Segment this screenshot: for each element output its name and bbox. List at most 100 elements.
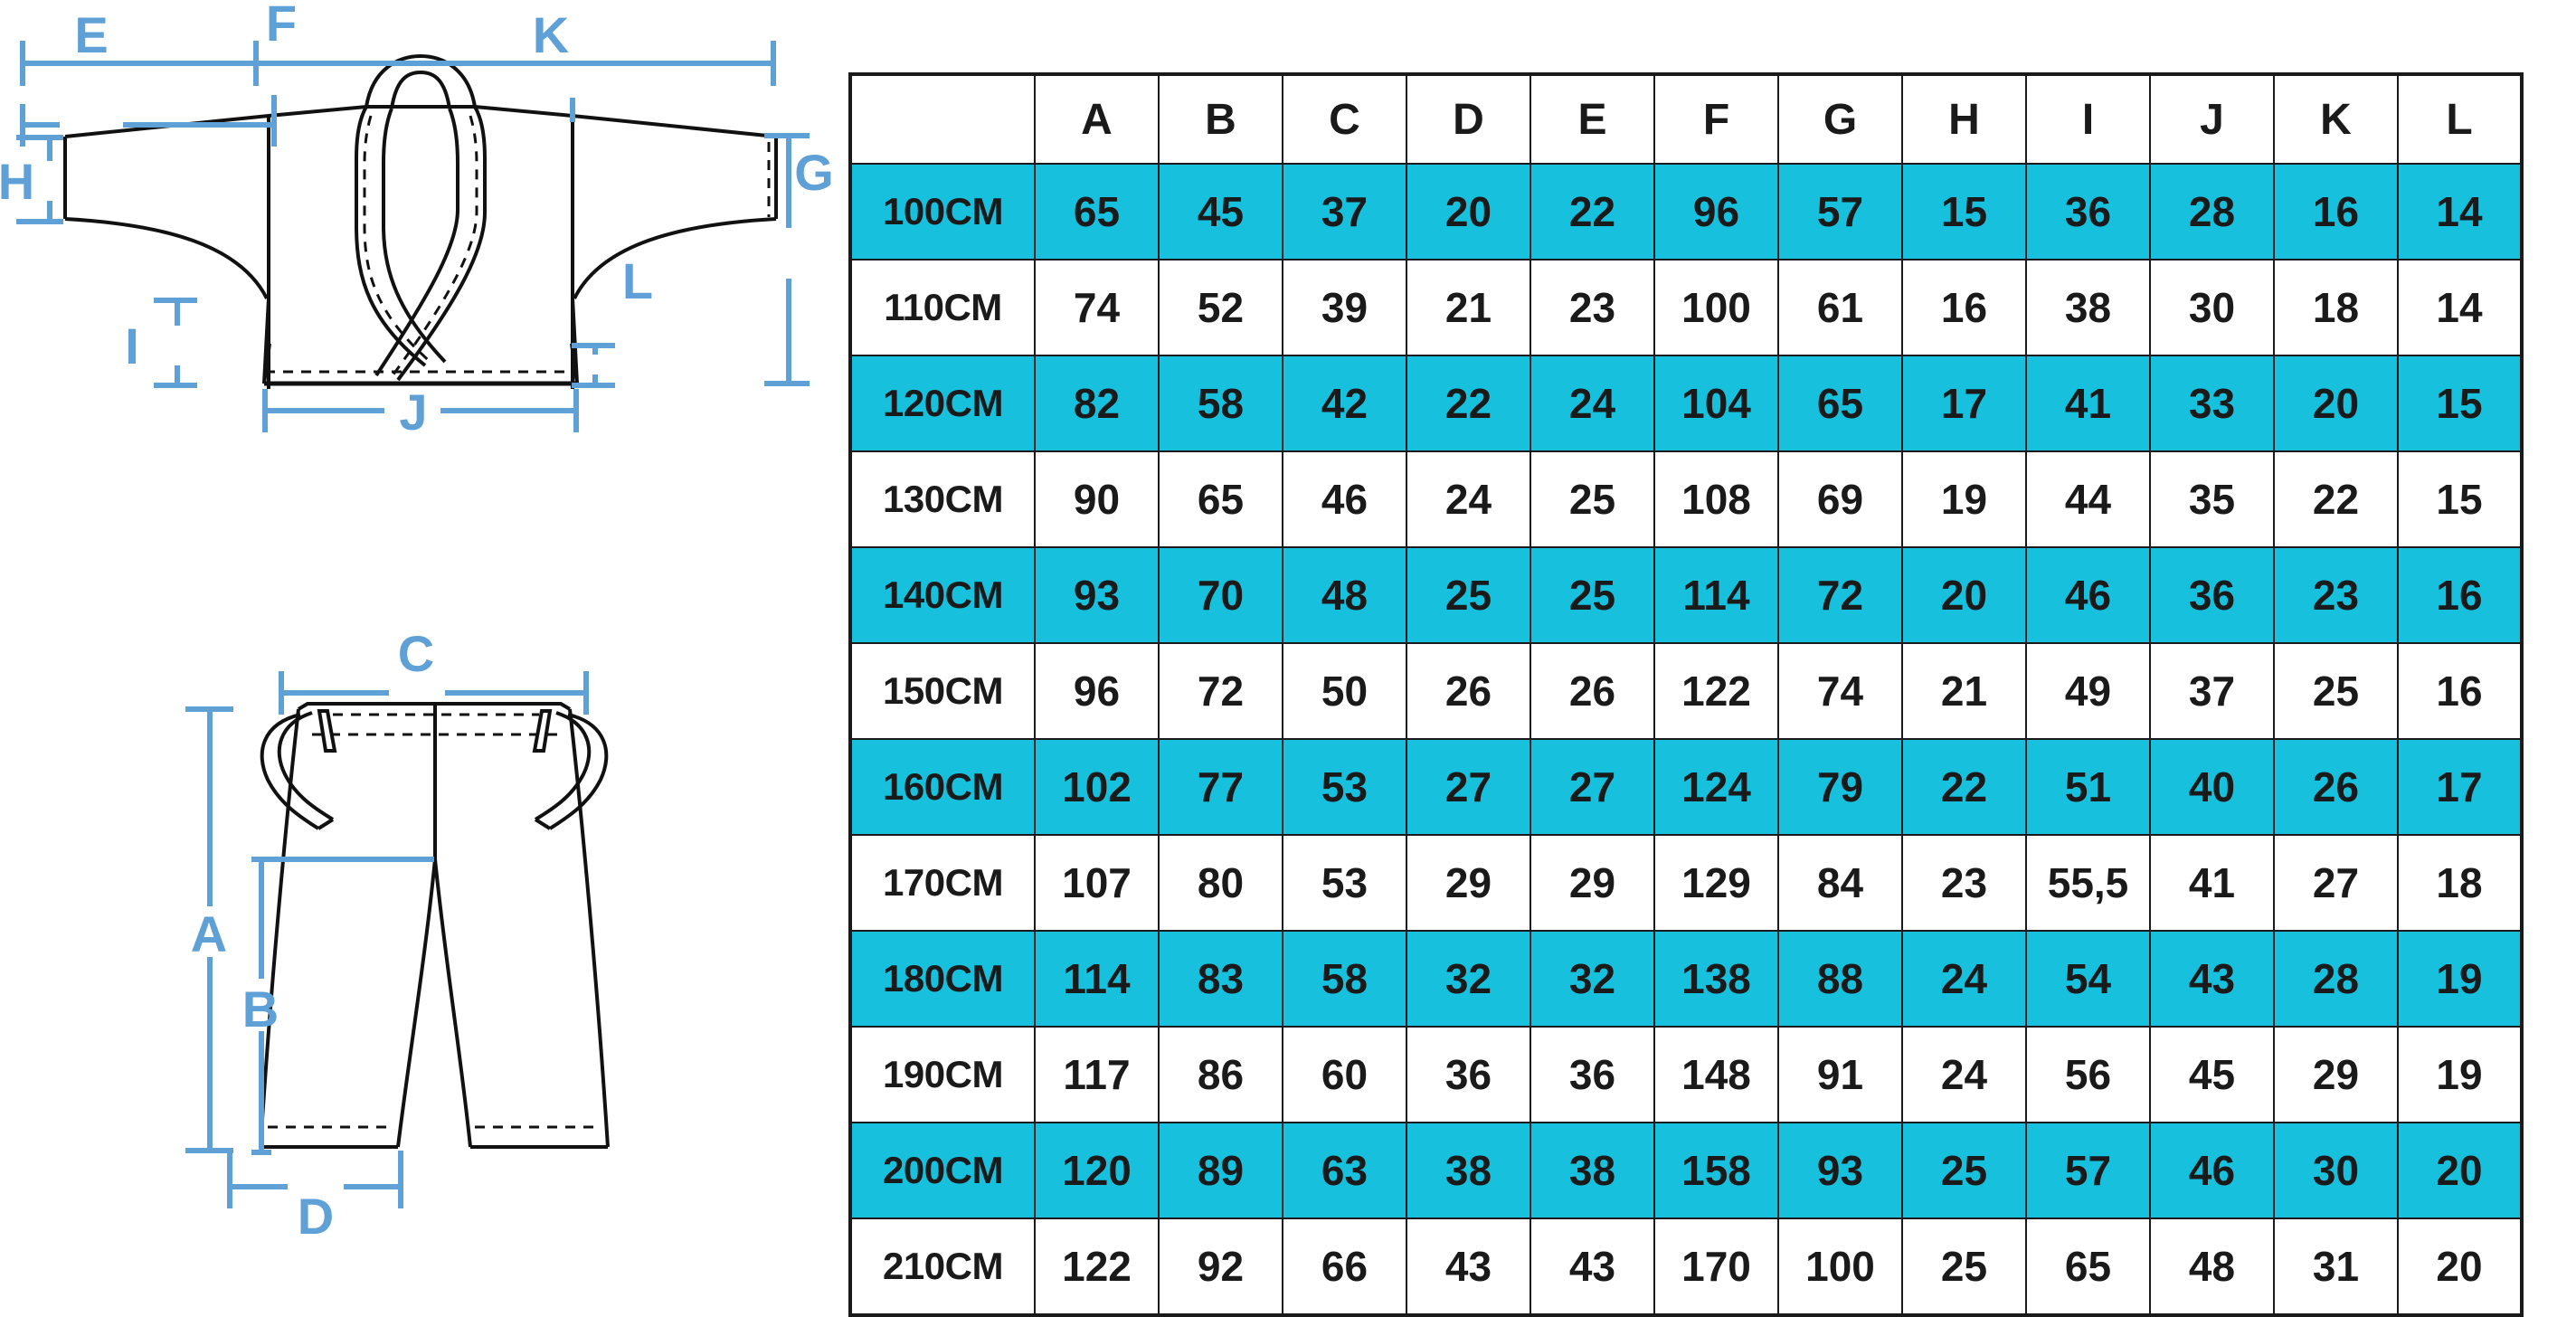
table-cell: 74 [1777, 642, 1903, 740]
table-cell: 23 [1901, 834, 2027, 932]
table-cell: 57 [1777, 163, 1903, 261]
table-cell: 54 [2025, 930, 2151, 1028]
jacket-left-sleeve-underarm [64, 217, 269, 299]
table-cell: 18 [2397, 834, 2523, 932]
table-cell: 66 [1282, 1218, 1407, 1316]
table-cell: 96 [1653, 163, 1779, 261]
table-cell: 72 [1158, 642, 1283, 740]
table-cell: 29 [1406, 834, 1531, 932]
table-cell: 29 [1530, 834, 1655, 932]
table-cell: 27 [1530, 738, 1655, 836]
table-cell: 82 [1034, 355, 1160, 452]
label-J: J [399, 384, 427, 441]
table-cell: 30 [2273, 1122, 2399, 1219]
table-cell: 40 [2149, 738, 2275, 836]
table-cell: 56 [2025, 1026, 2151, 1123]
table-cell: 20 [1901, 546, 2027, 644]
row-header-size: 190CM [849, 1026, 1036, 1123]
label-I: I [125, 317, 139, 374]
table-cell: 19 [2397, 930, 2523, 1028]
label-G: G [794, 144, 834, 201]
pants-stitching-group [268, 713, 601, 1129]
label-D: D [298, 1188, 334, 1245]
table-cell: 70 [1158, 546, 1283, 644]
pants-right-drawcord-outer [548, 713, 609, 830]
table-cell: 96 [1034, 642, 1160, 740]
table-cell: 14 [2397, 163, 2523, 261]
table-cell: 48 [1282, 546, 1407, 644]
label-K: K [533, 6, 569, 63]
jacket-right-lapel-outer [396, 105, 487, 382]
table-cell: 27 [2273, 834, 2399, 932]
table-cell: 41 [2149, 834, 2275, 932]
table-cell: 17 [1901, 355, 2027, 452]
uniform-diagram-svg: F E K H G I L J [0, 0, 834, 1245]
table-cell: 92 [1158, 1218, 1283, 1316]
table-cell: 32 [1406, 930, 1531, 1028]
pants-right-eyelet [532, 709, 553, 753]
table-cell: 117 [1034, 1026, 1160, 1123]
table-cell: 58 [1282, 930, 1407, 1028]
table-cell: 114 [1034, 930, 1160, 1028]
table-cell: 37 [2149, 642, 2275, 740]
pants-dimension-labels: C A B D [191, 625, 434, 1245]
table-cell: 25 [1901, 1218, 2027, 1316]
column-header-H: H [1901, 73, 2027, 165]
table-cell: 36 [2149, 546, 2275, 644]
table-cell: 65 [1777, 355, 1903, 452]
jacket-right-sleeve-underarm [573, 217, 777, 299]
table-cell: 102 [1034, 738, 1160, 836]
table-cell: 33 [2149, 355, 2275, 452]
table-cell: 23 [1530, 259, 1655, 356]
table-cell: 43 [2149, 930, 2275, 1028]
table-cell: 52 [1158, 259, 1283, 356]
table-cell: 53 [1282, 834, 1407, 932]
column-header-B: B [1158, 73, 1283, 165]
table-cell: 65 [1034, 163, 1160, 261]
row-header-size: 180CM [849, 930, 1036, 1028]
table-cell: 25 [1406, 546, 1531, 644]
table-cell: 104 [1653, 355, 1779, 452]
table-cell: 45 [1158, 163, 1283, 261]
jacket-left-lapel-stitch [363, 115, 433, 365]
table-cell: 69 [1777, 450, 1903, 548]
table-cell: 20 [2397, 1218, 2523, 1316]
table-cell: 39 [1282, 259, 1407, 356]
jacket-left-slit [262, 343, 271, 384]
table-cell: 42 [1282, 355, 1407, 452]
table-cell: 86 [1158, 1026, 1283, 1123]
row-header-size: 160CM [849, 738, 1036, 836]
table-cell: 46 [2149, 1122, 2275, 1219]
label-A: A [191, 905, 227, 962]
label-H: H [0, 153, 34, 210]
row-header-size: 100CM [849, 163, 1036, 261]
table-cell: 15 [2397, 450, 2523, 548]
table-cell: 120 [1034, 1122, 1160, 1219]
table-cell: 19 [2397, 1026, 2523, 1123]
table-cell: 51 [2025, 738, 2151, 836]
table-cell: 26 [1406, 642, 1531, 740]
pants-left-inseam [396, 858, 437, 1148]
column-header-E: E [1530, 73, 1655, 165]
table-header-row: A B C D E F G H I J K L [849, 73, 2523, 165]
label-E: E [74, 6, 108, 63]
jacket-collar-outer [365, 53, 477, 108]
label-B: B [242, 981, 279, 1037]
table-cell: 93 [1034, 546, 1160, 644]
table-cell: 61 [1777, 259, 1903, 356]
table-cell: 32 [1530, 930, 1655, 1028]
table-cell: 17 [2397, 738, 2523, 836]
table-cell: 16 [2397, 642, 2523, 740]
table-cell: 148 [1653, 1026, 1779, 1123]
row-header-size: 150CM [849, 642, 1036, 740]
table-cell: 72 [1777, 546, 1903, 644]
table-cell: 14 [2397, 259, 2523, 356]
table-cell: 31 [2273, 1218, 2399, 1316]
table-cell: 41 [2025, 355, 2151, 452]
column-header-C: C [1282, 73, 1407, 165]
